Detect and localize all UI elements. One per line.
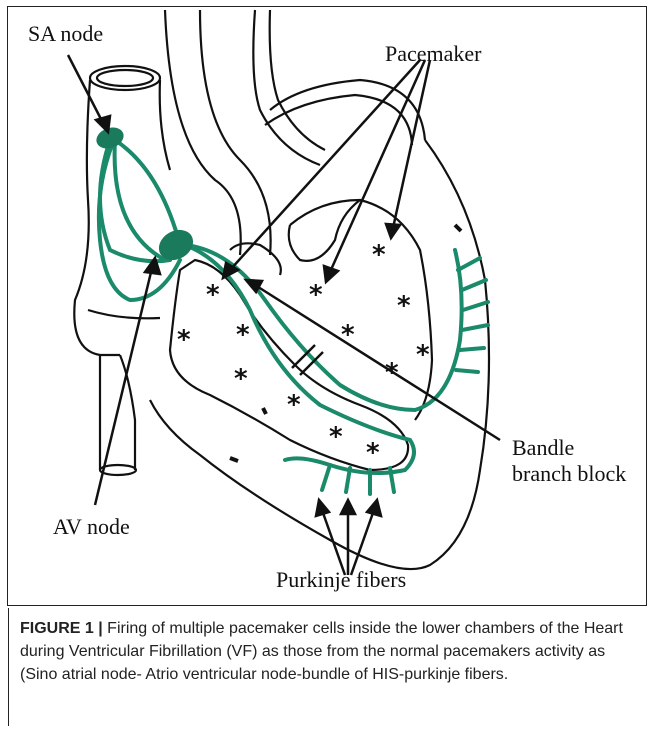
pacemaker-cell: *	[372, 242, 386, 268]
bundle-block-label-line2: branch block	[512, 462, 626, 486]
pacemaker-cell: *	[177, 327, 191, 353]
pacemaker-cell: *	[397, 293, 411, 319]
pacemaker-cell: *	[236, 322, 250, 348]
sa-node-label: SA node	[28, 22, 103, 46]
pacemaker-cell: *	[287, 392, 301, 418]
figure-caption: FIGURE 1 | Firing of multiple pacemaker …	[20, 617, 640, 686]
pacemaker-cell: *	[329, 424, 343, 450]
pacemaker-cell: *	[385, 360, 399, 386]
caption-rule	[8, 608, 9, 726]
pacemaker-cell: *	[234, 366, 248, 392]
heart-outline	[74, 10, 489, 569]
pacemaker-label: Pacemaker	[385, 42, 482, 66]
caption-figure-label: FIGURE 1 |	[20, 620, 103, 637]
sa-node	[93, 124, 126, 152]
caption-text: Firing of multiple pacemaker cells insid…	[20, 620, 623, 683]
pacemaker-cell: *	[309, 282, 323, 308]
pacemaker-cell: *	[206, 282, 220, 308]
pacemaker-cell: *	[366, 440, 380, 466]
purkinje-label: Purkinje fibers	[276, 568, 406, 592]
bundle-block-label-line1: Bandle	[512, 436, 574, 460]
pacemaker-cell: *	[341, 322, 355, 348]
annotation-arrows	[68, 55, 500, 575]
pacemaker-cell: *	[416, 342, 430, 368]
av-node-label: AV node	[53, 515, 130, 539]
block-marks	[292, 345, 323, 375]
